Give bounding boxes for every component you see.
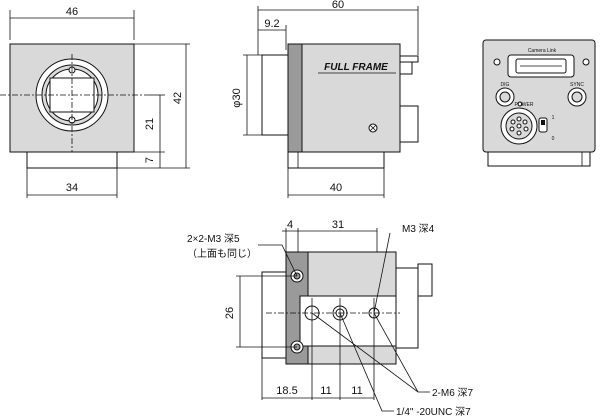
note-tripod: 1/4" -20UNC 深7: [396, 406, 471, 418]
side-view: 60 9.2 FULL FRAME φ30 40: [231, 0, 419, 198]
side-lens-mount: [261, 54, 289, 136]
power-label: POWER: [515, 102, 534, 108]
dim-11-b: 11: [351, 385, 362, 397]
note-m3-depth4: M3 深4: [402, 223, 435, 235]
leader-m6-b: [373, 312, 419, 393]
dim-34: 34: [66, 182, 78, 194]
dim-phi30: φ30: [231, 88, 243, 107]
dim-18-5: 18.5: [276, 385, 297, 397]
side-body: [287, 43, 401, 153]
note-m3-top: 2×2-M3 深5: [187, 233, 240, 245]
dim-26: 26: [224, 307, 236, 319]
screw-slot: [369, 124, 377, 132]
note-m6: 2-M6 深7: [432, 387, 474, 399]
power-pins: [509, 116, 529, 136]
dim-60: 60: [332, 0, 344, 11]
dim-21: 21: [144, 118, 156, 130]
bottom-lens-mount: [261, 271, 289, 359]
note-same-top: （上面も同じ）: [187, 248, 257, 260]
rear-connector-clip: [399, 55, 419, 63]
switch-lever: [541, 120, 545, 125]
connector-label: Camera Link: [528, 48, 557, 54]
pin: [510, 119, 516, 125]
dim-4: 4: [287, 219, 293, 231]
bottom-rear-clip: [417, 263, 433, 297]
front-view: 46 42 21 7 34: [0, 6, 190, 198]
pin: [516, 123, 522, 129]
front-base: [26, 151, 118, 169]
screw-icon: [517, 101, 523, 107]
rear-view: Camera Link DIG SYNC POWER 1 0: [482, 39, 596, 167]
dig-port-inner: [499, 91, 511, 103]
pin: [523, 126, 529, 132]
bottom-rear-connector: [395, 267, 419, 349]
dim-31: 31: [332, 219, 344, 231]
dim-42: 42: [172, 92, 184, 104]
dim-7: 7: [144, 157, 156, 163]
dig-port-label: DIG: [501, 82, 510, 88]
screw-icon: [493, 58, 501, 66]
leader-m3-depth4: [373, 232, 391, 314]
sync-port-inner: [571, 91, 583, 103]
bottom-plate: [299, 295, 397, 347]
pin: [522, 119, 528, 125]
screw-icon: [582, 58, 590, 66]
rear-base: [487, 151, 591, 167]
leader-m3-top: [258, 244, 298, 277]
logo-text: FULL FRAME: [324, 62, 388, 73]
pin: [516, 130, 522, 136]
sync-port-label: SYNC: [570, 82, 584, 88]
rear-connector-power: [399, 105, 419, 143]
switch-on-label: 1: [552, 115, 555, 121]
side-base: [287, 151, 385, 169]
pin: [516, 116, 522, 122]
bottom-view: 4 31 26 18.5 11 11: [187, 219, 474, 418]
dim-11-a: 11: [320, 385, 331, 397]
dim-9-2: 9.2: [264, 18, 279, 30]
side-front-plate: [287, 43, 303, 153]
pin: [509, 126, 515, 132]
switch-off-label: 0: [552, 136, 555, 142]
leader-tripod: [339, 312, 394, 412]
dim-46: 46: [66, 6, 78, 18]
dim-40: 40: [330, 182, 342, 194]
